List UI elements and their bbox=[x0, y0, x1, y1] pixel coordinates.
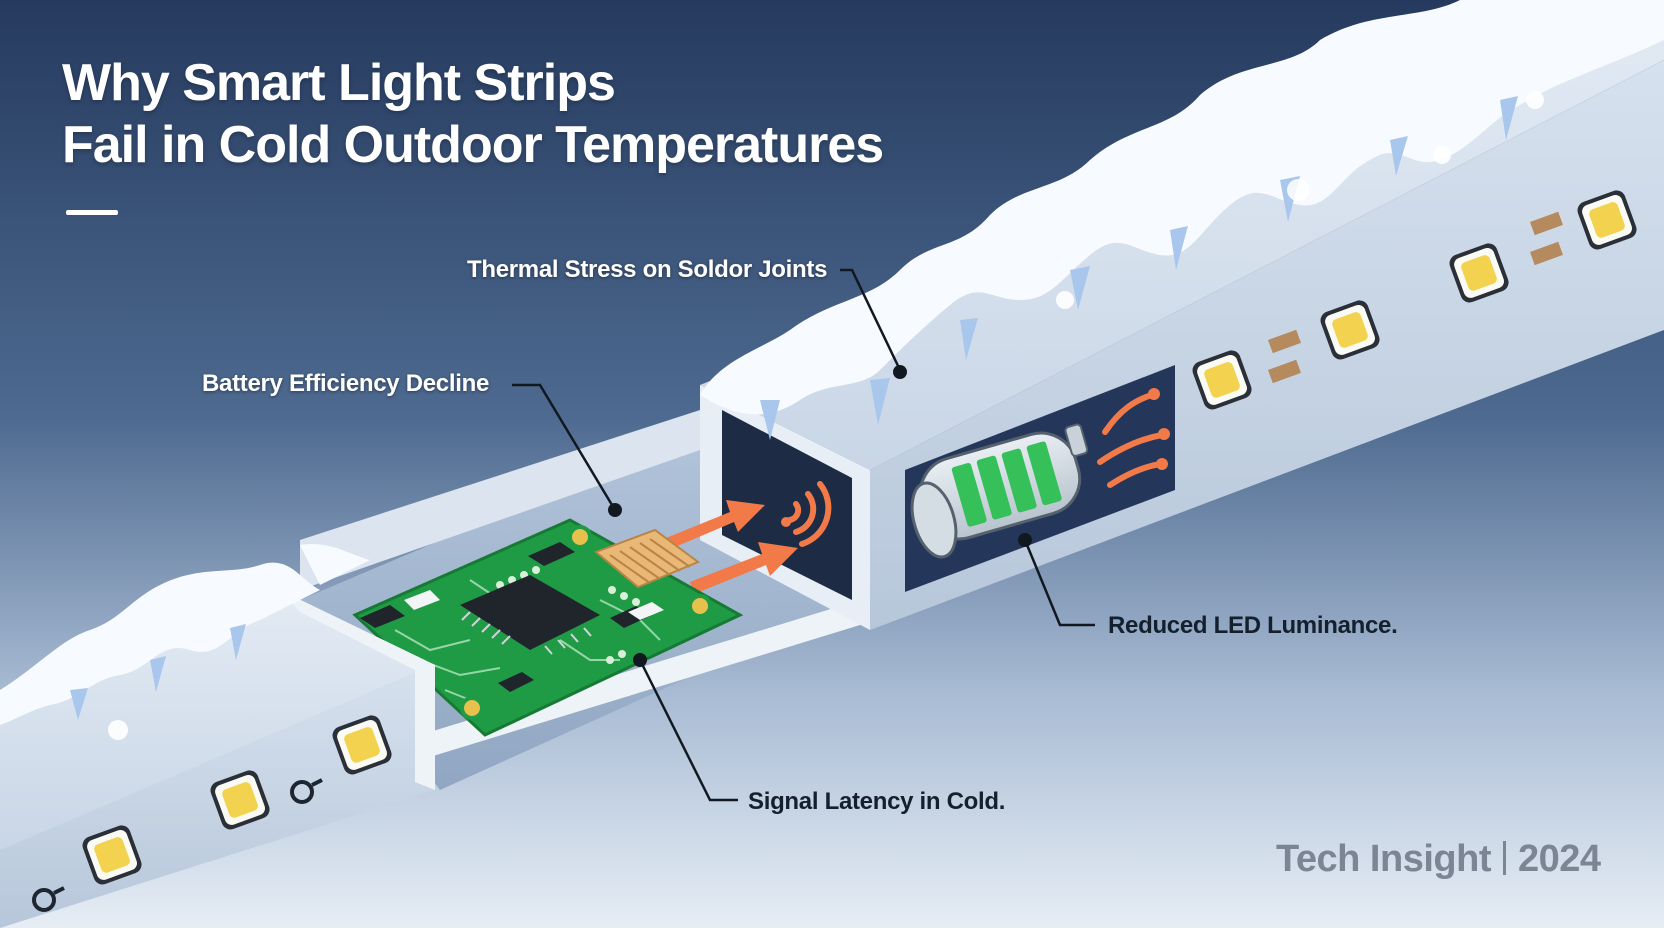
snow-cap-right bbox=[700, 0, 1664, 415]
channel-front-lip bbox=[420, 600, 860, 760]
title-line-2: Fail in Cold Outdoor Temperatures bbox=[62, 116, 884, 174]
circuit-board bbox=[352, 518, 744, 737]
callout-thermal-stress: Thermal Stress on Soldor Joints bbox=[467, 256, 828, 283]
led-chip bbox=[1449, 243, 1509, 303]
left-strip-section bbox=[0, 543, 435, 928]
footer-brand: Tech Insight bbox=[1276, 838, 1491, 880]
callout-battery-efficiency: Battery Efficiency Decline bbox=[202, 370, 489, 397]
led-chip bbox=[82, 825, 142, 885]
led-chip bbox=[1320, 300, 1380, 360]
snow-cap-left bbox=[0, 562, 320, 725]
leader-dots bbox=[608, 365, 1032, 667]
leader-thermal bbox=[840, 268, 902, 371]
led-chip bbox=[1192, 350, 1252, 410]
leader-latency bbox=[638, 659, 738, 802]
channel-back-wall bbox=[300, 410, 700, 590]
battery-icon bbox=[910, 423, 1089, 559]
leader-battery bbox=[512, 383, 617, 511]
right-strip-opening bbox=[722, 410, 852, 600]
footer-separator bbox=[1502, 841, 1506, 875]
led-chip bbox=[210, 770, 270, 830]
led-chip bbox=[1577, 190, 1637, 250]
wifi-signal-icon bbox=[787, 481, 832, 547]
footer-credit: Tech Insight 2024 bbox=[1276, 838, 1601, 881]
ice-drips-left bbox=[70, 624, 246, 720]
title-underline bbox=[66, 210, 118, 215]
title-line-1: Why Smart Light Strips bbox=[62, 54, 616, 112]
microchip-icon bbox=[460, 575, 600, 655]
right-strip-section bbox=[700, 0, 1664, 630]
callout-signal-latency: Signal Latency in Cold. bbox=[748, 788, 1006, 815]
left-strip-end-face bbox=[280, 590, 435, 790]
leader-luminance bbox=[1023, 539, 1095, 627]
page-title: Why Smart Light Strips Fail in Cold Outd… bbox=[62, 52, 884, 176]
callout-led-luminance: Reduced LED Luminance. bbox=[1108, 612, 1398, 639]
led-chip bbox=[332, 715, 392, 775]
resistor-pads bbox=[1267, 211, 1563, 384]
footer-year: 2024 bbox=[1517, 838, 1601, 880]
leader-lines bbox=[512, 268, 1095, 802]
